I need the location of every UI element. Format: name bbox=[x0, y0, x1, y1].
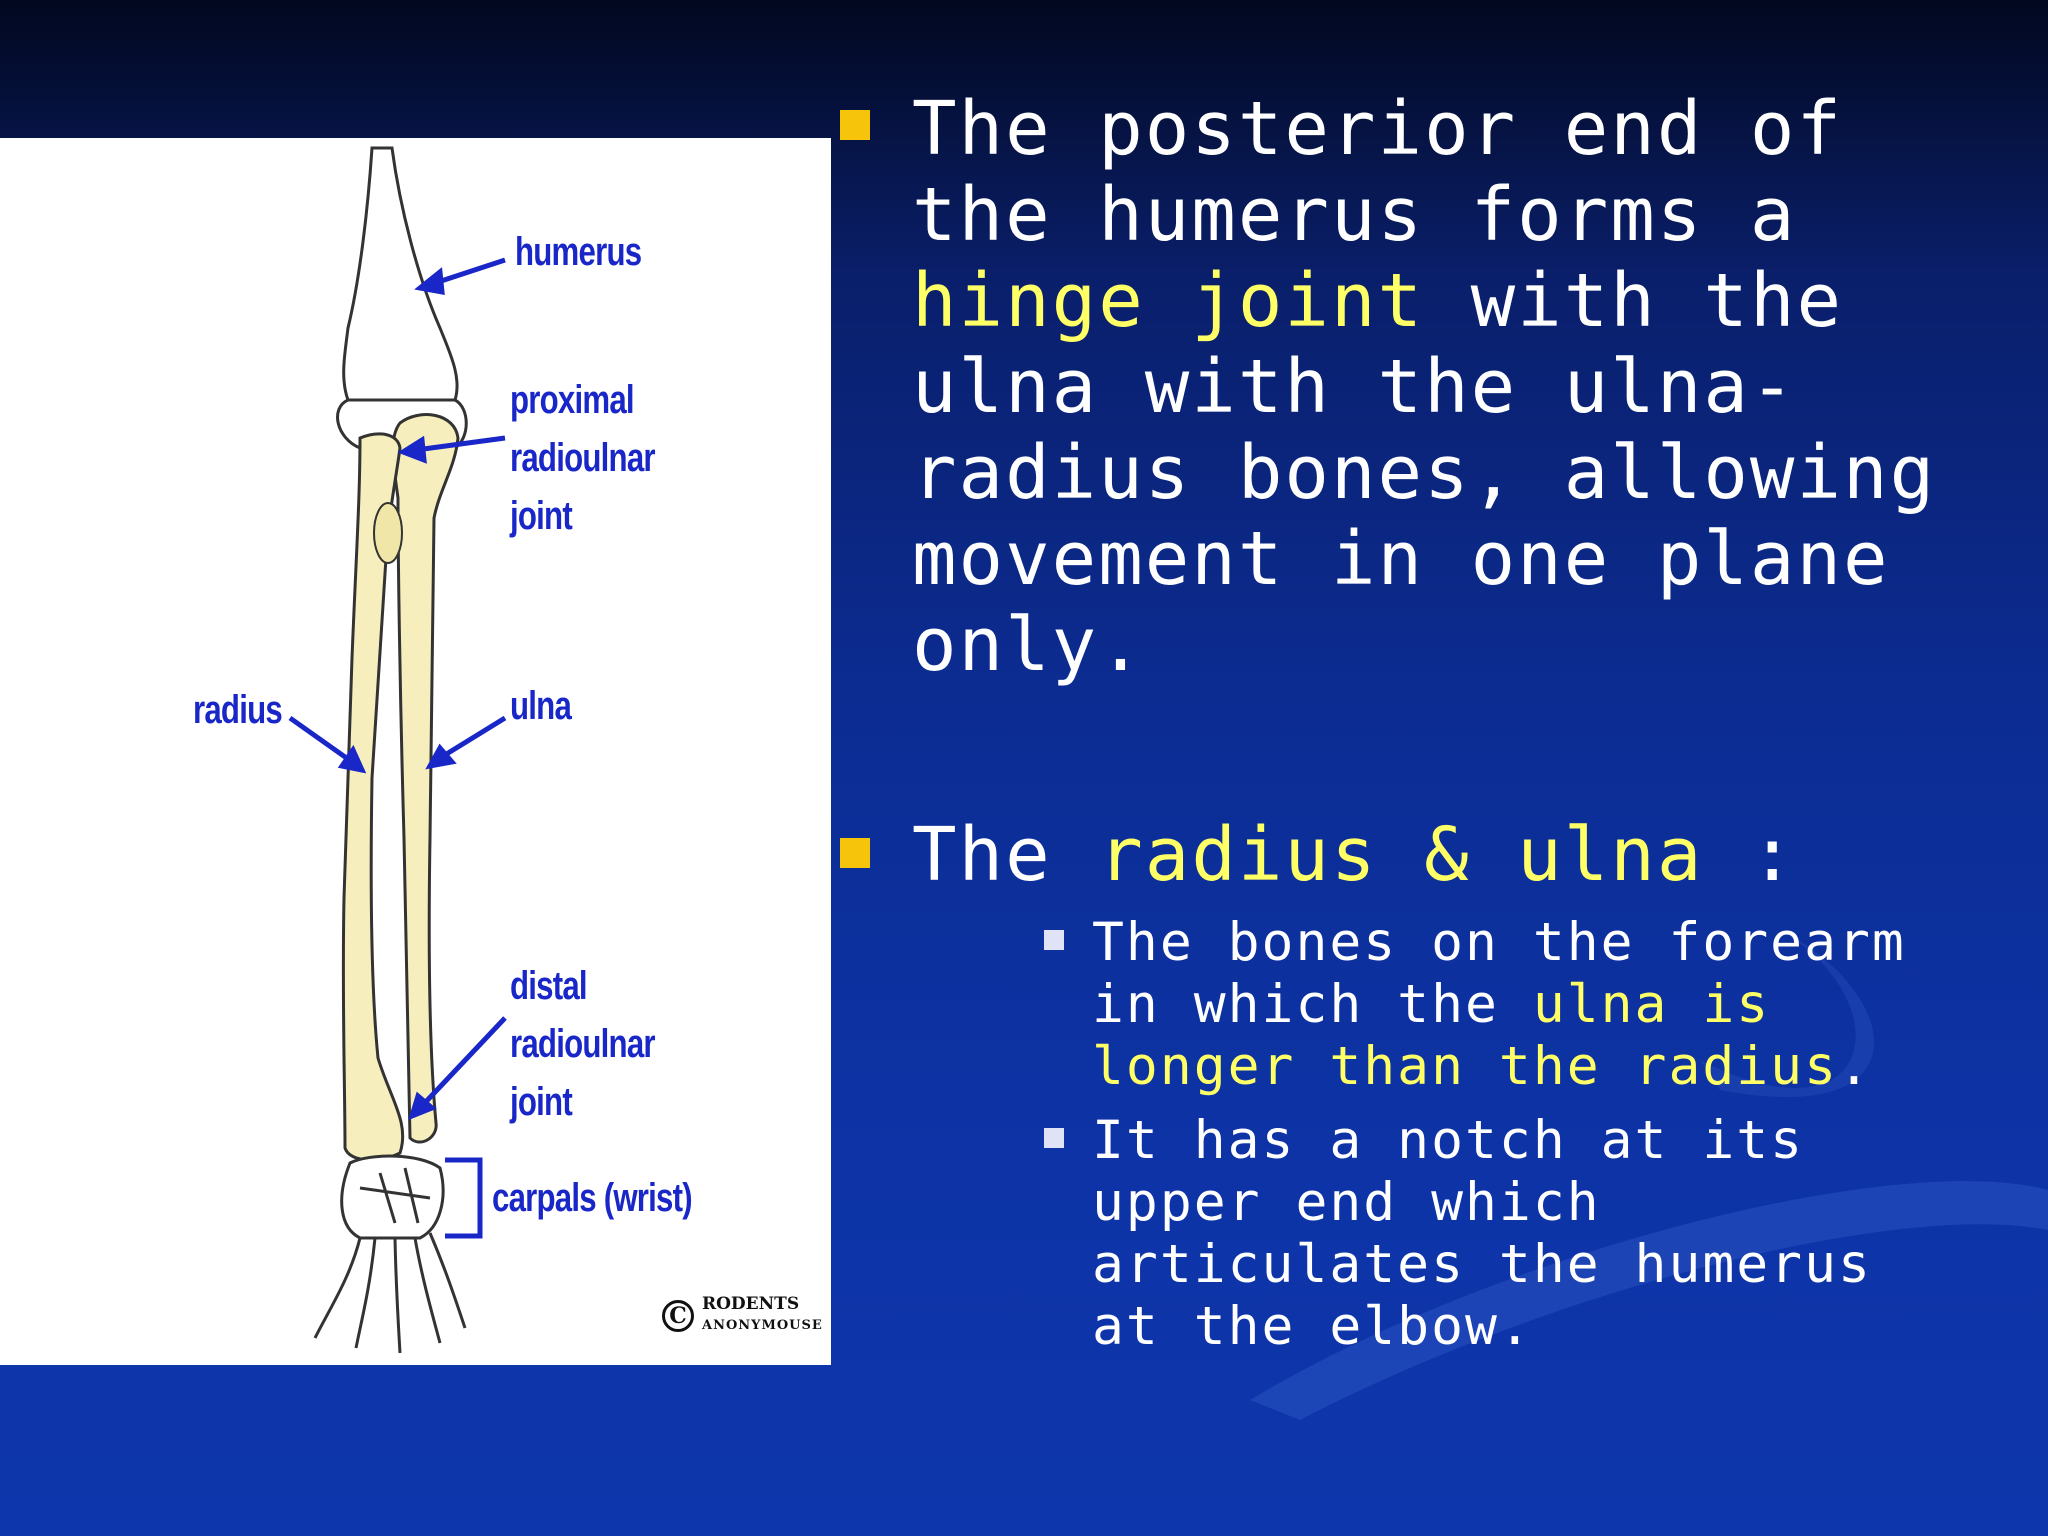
label-distal: distal bbox=[510, 964, 588, 1008]
carpal-bones bbox=[313, 1154, 467, 1354]
bullet2-line: The radius & ulna : bbox=[912, 812, 1797, 898]
sub2-line2: upper end which bbox=[1092, 1172, 1601, 1233]
copyright-line1: RODENTS bbox=[702, 1294, 800, 1314]
bullet1-line5: radius bones, allowing bbox=[912, 430, 1937, 516]
sub1-line1: The bones on the forearm bbox=[1092, 912, 1906, 973]
bullet1-line3-rest: with the bbox=[1424, 258, 1844, 344]
bullet-marker-2 bbox=[840, 838, 870, 868]
label-radius: radius bbox=[193, 688, 283, 732]
copyright-logo: C RODENTS ANONYMOUSE bbox=[660, 1286, 828, 1356]
forearm-bones-drawing bbox=[288, 146, 507, 1354]
label-radioulnar-proximal: radioulnar bbox=[510, 436, 656, 480]
ulna-bone bbox=[391, 413, 460, 1144]
sub-bullet-marker-1 bbox=[1044, 930, 1064, 950]
bullet1-line3: hinge joint with the bbox=[912, 258, 1843, 344]
bullet-marker-1 bbox=[840, 110, 870, 140]
sub2-line3: articulates the humerus bbox=[1092, 1234, 1872, 1295]
label-joint-proximal: joint bbox=[510, 494, 573, 538]
label-arrows bbox=[288, 257, 507, 1121]
label-radioulnar-distal: radioulnar bbox=[510, 1022, 656, 1066]
sub1-line2: in which the ulna is bbox=[1092, 974, 1770, 1036]
sub2-line4: at the elbow. bbox=[1092, 1296, 1533, 1357]
bullet1-line2: the humerus forms a bbox=[912, 172, 1797, 258]
hinge-joint-highlight: hinge joint bbox=[912, 258, 1425, 344]
sub-bullet-marker-2 bbox=[1044, 1128, 1064, 1148]
sub1-line3: longer than the radius. bbox=[1092, 1036, 1872, 1098]
sub1-line3-rest: . bbox=[1838, 1036, 1872, 1097]
bullet1-line4: ulna with the ulna- bbox=[912, 344, 1797, 430]
label-joint-distal: joint bbox=[510, 1080, 573, 1124]
bullet1-line1: The posterior end of bbox=[912, 86, 1844, 172]
sub1-line2-plain: in which the bbox=[1092, 974, 1533, 1035]
bullet1-line7: only. bbox=[912, 602, 1145, 688]
forearm-diagram: humerus proximal radioulnar joint radius… bbox=[0, 138, 831, 1365]
sub1-line3-highlight: longer than the radius bbox=[1092, 1036, 1838, 1097]
label-ulna: ulna bbox=[510, 684, 572, 728]
bullet2-prefix: The bbox=[912, 812, 1099, 898]
sub1-line2-highlight: ulna is bbox=[1532, 974, 1771, 1035]
bullet2-suffix: : bbox=[1703, 812, 1797, 898]
bullet1-line6: movement in one plane bbox=[912, 516, 1890, 602]
sub2-line1: It has a notch at its bbox=[1092, 1110, 1805, 1171]
label-proximal: proximal bbox=[510, 378, 635, 422]
label-humerus: humerus bbox=[515, 230, 642, 274]
copyright-symbol: C bbox=[662, 1300, 694, 1332]
radius-ulna-highlight: radius & ulna bbox=[1098, 812, 1704, 898]
label-carpals: carpals (wrist) bbox=[492, 1176, 693, 1220]
copyright-line2: ANONYMOUSE bbox=[702, 1318, 823, 1333]
carpals-bracket bbox=[445, 1157, 483, 1239]
